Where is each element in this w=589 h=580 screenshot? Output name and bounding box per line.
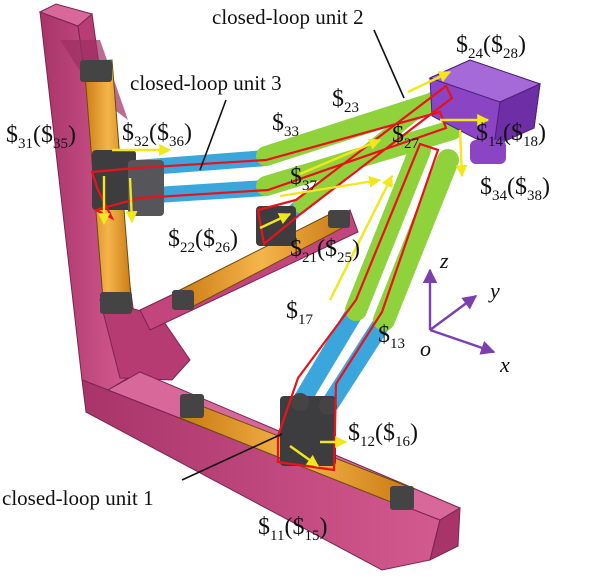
screw-34-label: $34($38) [480, 174, 550, 204]
screw-22-label: $22($26) [168, 226, 238, 256]
screw-21-label: $21($25) [290, 236, 360, 266]
x-axis-label: x [499, 352, 510, 377]
y-axis [429, 295, 478, 331]
y-axis-label: y [488, 278, 500, 303]
screw-11-label: $11($15) [258, 514, 327, 544]
origin-label: o [420, 336, 431, 361]
z-axis-label: z [439, 248, 449, 273]
screw-24-label: $24($28) [456, 32, 526, 62]
coordinate-axes: z y x o [420, 248, 510, 377]
loop-unit-3 [90, 110, 448, 221]
x-axis [429, 328, 496, 355]
leader-lines [181, 29, 405, 481]
screw-31-label: $31($35) [6, 122, 76, 152]
unit-2-label: closed-loop unit 2 [212, 5, 364, 29]
unit-1-label: closed-loop unit 1 [2, 486, 154, 510]
moving-platform [428, 59, 542, 164]
screw-17-label: $17 [286, 298, 314, 328]
screw-32-label: $32($36) [122, 120, 192, 150]
screw-14-label: $14($18) [476, 120, 546, 150]
unit-3-label: closed-loop unit 3 [130, 71, 282, 95]
screw-12-label: $12($16) [348, 420, 418, 450]
screw-13-label: $13 [378, 322, 405, 352]
screw-arrows [98, 70, 490, 467]
screw-33-label: $33 [272, 110, 299, 140]
screw-23-label: $23 [332, 86, 359, 116]
loop-unit-2 [256, 84, 454, 247]
